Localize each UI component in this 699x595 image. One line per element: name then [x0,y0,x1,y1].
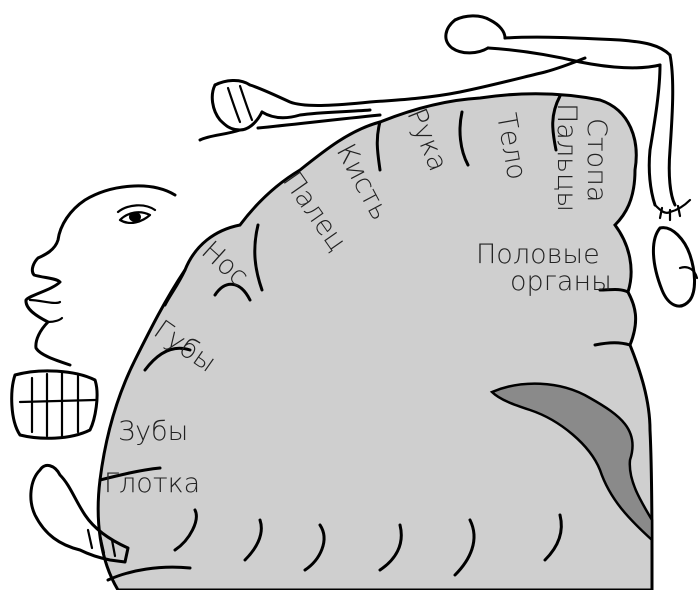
label-toes: Пальцы [551,103,582,212]
teeth-icon [12,371,97,438]
label-pharynx: Глотка [104,468,200,499]
label-genitals-2: органы [510,266,612,297]
label-foot: Стопа [581,118,612,202]
label-teeth: Зубы [118,416,188,447]
